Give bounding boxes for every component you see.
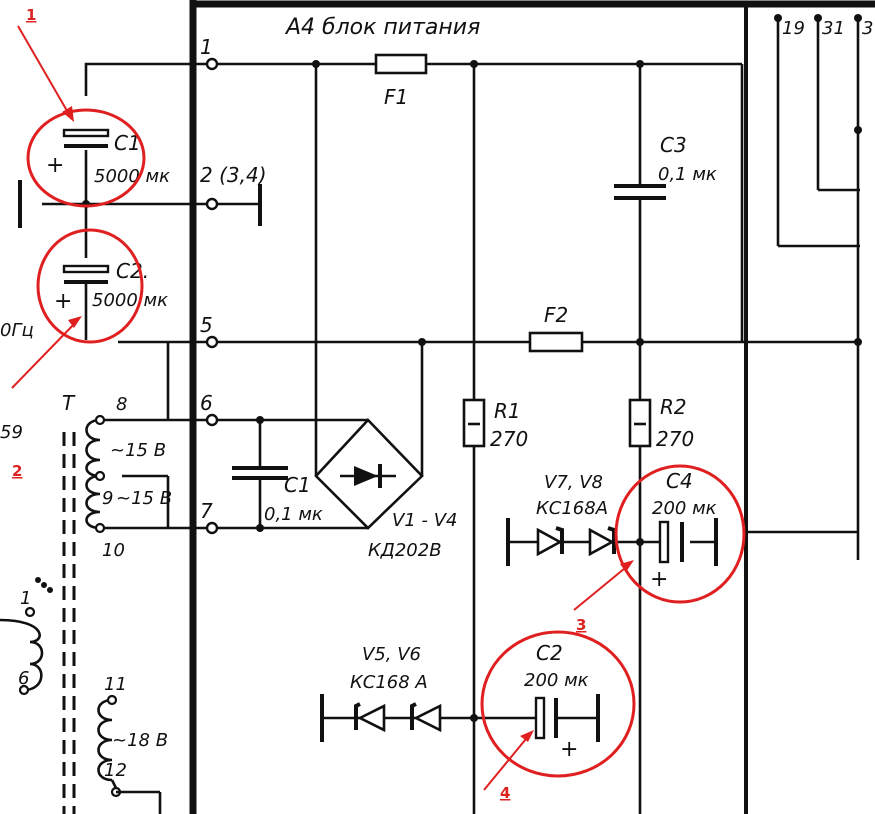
winding-3-label: ~18 В xyxy=(112,730,168,751)
c2-big-plus: + xyxy=(54,289,72,314)
left-cut-code: 59 xyxy=(0,422,23,443)
c4-plus: + xyxy=(650,567,668,592)
pin-2-label: 2 (3,4) xyxy=(200,163,267,187)
annotation-1: 1 xyxy=(26,6,36,24)
resistor-r2-symbol xyxy=(628,398,652,448)
c2-small-plus: + xyxy=(560,737,578,762)
bridge-ref: V1 - V4 xyxy=(392,510,457,531)
c1-big-value: 5000 мк xyxy=(94,166,170,187)
tap-8: 8 xyxy=(116,394,127,415)
wiring xyxy=(18,20,860,814)
pin-19-label: 19 xyxy=(782,18,805,39)
fuse-f1-label: F1 xyxy=(384,85,408,109)
block-title: А4 блок питания xyxy=(284,15,480,40)
annotation-4: 4 xyxy=(500,784,510,802)
fuse-f2-label: F2 xyxy=(544,303,568,327)
highlight-ring-3 xyxy=(614,464,746,604)
red-annotations: 1 2 3 4 xyxy=(11,6,746,802)
c1-big-plus: + xyxy=(46,153,64,178)
c2-small-ref: C2 xyxy=(536,641,563,665)
zener-v7-v8-symbol xyxy=(536,526,616,557)
highlight-ring-2 xyxy=(36,228,144,344)
fuse-f1-symbol xyxy=(374,53,428,75)
r2-ref: R2 xyxy=(660,395,687,419)
left-cut-hz: 0Гц xyxy=(0,320,34,341)
resistor-r1-symbol xyxy=(462,398,486,448)
pin-5-label: 5 xyxy=(200,313,213,337)
pin-6-label: 6 xyxy=(200,391,213,415)
c1-small-ref: C1 xyxy=(284,473,311,497)
annotation-2: 2 xyxy=(12,462,22,480)
winding-2-label: ~15 В xyxy=(116,488,172,509)
tap-11: 11 xyxy=(104,674,127,695)
c4-value: 200 мк xyxy=(652,498,717,519)
pin-1-label: 1 xyxy=(200,35,213,59)
r1-ref: R1 xyxy=(494,399,521,423)
tap-10: 10 xyxy=(102,540,125,561)
c2-small-value: 200 мк xyxy=(524,670,589,691)
c2-big-ref: C2. xyxy=(116,259,149,283)
c1-small-value: 0,1 мк xyxy=(264,504,323,525)
capacitor-c1-small-symbol xyxy=(232,466,288,480)
pin-7-label: 7 xyxy=(200,499,213,523)
r2-value: 270 xyxy=(656,427,694,451)
capacitor-c4-symbol xyxy=(658,520,684,564)
capacitor-c2-small-symbol xyxy=(534,696,558,740)
capacitor-c1-big-symbol xyxy=(62,128,110,148)
fuse-f2-symbol xyxy=(528,331,584,353)
tap-6: 6 xyxy=(18,668,29,689)
junctions xyxy=(82,14,862,722)
tap-12: 12 xyxy=(104,760,127,781)
capacitor-c3-symbol xyxy=(614,184,666,200)
v5v6-value: КС168 А xyxy=(350,672,428,693)
capacitor-c2-big-symbol xyxy=(62,264,110,284)
annotation-3: 3 xyxy=(576,616,586,634)
transformer-ref: T xyxy=(62,391,76,415)
labels: А4 блок питания 1 2 (3,4) 5 6 7 19 31 3 … xyxy=(0,15,873,781)
pin-31-label: 31 xyxy=(822,18,845,39)
zener-v5-v6-symbol xyxy=(354,702,442,733)
highlight-ring-1 xyxy=(26,108,146,208)
tap-9: 9 xyxy=(102,488,113,509)
c3-value: 0,1 мк xyxy=(658,164,717,185)
c4-ref: C4 xyxy=(666,469,693,493)
bridge-value: КД202В xyxy=(368,540,442,561)
v5v6-ref: V5, V6 xyxy=(362,644,421,665)
transformer-symbol xyxy=(0,414,162,814)
r1-value: 270 xyxy=(490,427,528,451)
pin-3x-label: 3 xyxy=(862,18,873,39)
winding-1-label: ~15 В xyxy=(110,440,166,461)
tap-1: 1 xyxy=(20,588,31,609)
c2-big-value: 5000 мк xyxy=(92,290,168,311)
c3-ref: C3 xyxy=(660,133,687,157)
diode-bridge-symbol xyxy=(314,418,424,530)
v7v8-value: КС168А xyxy=(536,498,608,519)
highlight-ring-4 xyxy=(480,630,636,778)
v7v8-ref: V7, V8 xyxy=(544,472,603,493)
block-a4-border xyxy=(189,0,875,814)
